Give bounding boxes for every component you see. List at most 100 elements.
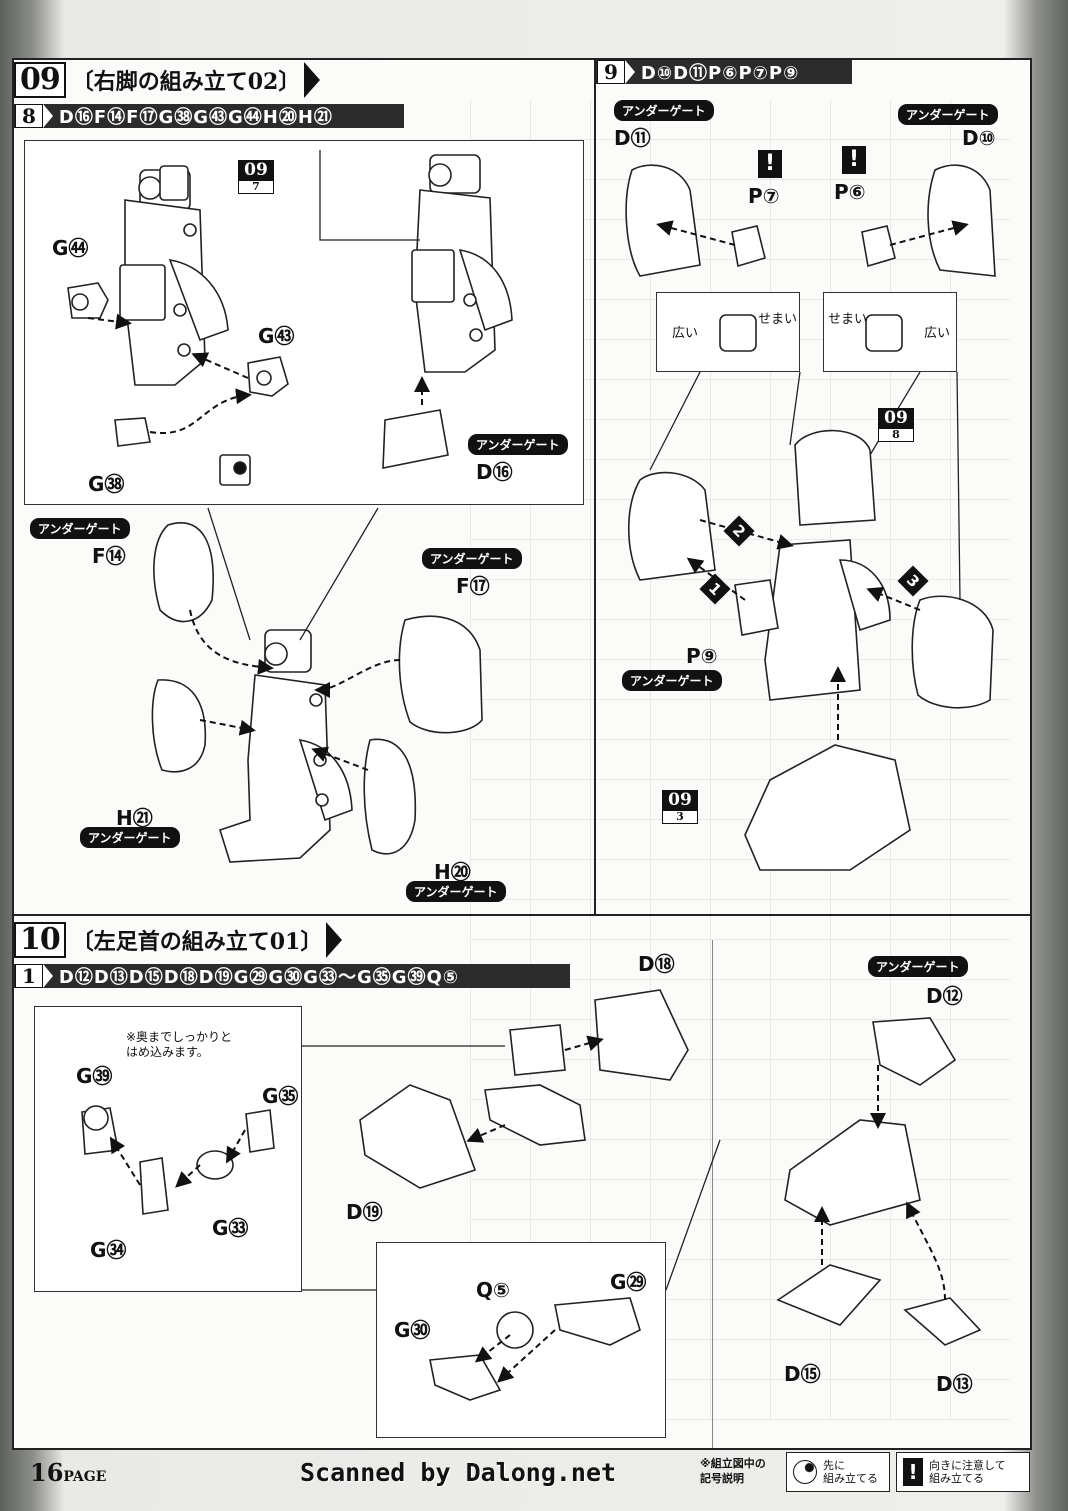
sub9-number: 9 <box>597 60 625 84</box>
callout-line-8-down <box>207 507 379 641</box>
part-d19-shape <box>359 1084 477 1189</box>
ref-09-3-top: 09 <box>662 790 698 810</box>
part-ankle-block <box>784 1119 921 1226</box>
part-h20-shape <box>363 738 417 855</box>
label-d12: D⑫ <box>926 984 963 1008</box>
part-d11-shape <box>625 164 701 277</box>
gate-label-d12: アンダーゲート <box>868 956 968 977</box>
step10-sub1-bar: 1 D⑫D⑬D⑮D⑱D⑲G㉙G㉚G㉝～G㉟G㊴Q⑤ <box>14 964 570 988</box>
arrow-g34 <box>109 1136 141 1186</box>
label-g30: G㉚ <box>394 1318 431 1342</box>
legend-first-text: 先に 組み立てる <box>823 1459 878 1485</box>
part-d16-shape <box>382 409 449 469</box>
leg-assembly-main <box>219 629 353 863</box>
label-g44: G㊹ <box>52 236 89 260</box>
legend-title: ※組立図中の 記号説明 <box>700 1457 766 1485</box>
orientation-part-right <box>865 314 903 352</box>
part-f17-shape <box>398 615 483 734</box>
arrow-g29 <box>497 1329 556 1383</box>
label-d13: D⑬ <box>936 1372 973 1396</box>
section-divider <box>12 914 1032 916</box>
arrow-2 <box>699 519 794 550</box>
part-ankle-joint <box>509 1024 566 1076</box>
label-d16: D⑯ <box>476 460 513 484</box>
legend-orient-text: 向きに注意して 組み立てる <box>929 1459 1006 1485</box>
ref-09-8-top: 09 <box>878 408 914 428</box>
part-g39-hole <box>83 1105 109 1131</box>
step10-title: 〔左足首の組み立て01〕 <box>71 929 323 955</box>
label-g34: G㉞ <box>90 1238 127 1262</box>
label-g35: G㉟ <box>262 1084 299 1108</box>
part-h21-shape <box>151 679 207 773</box>
part-q5-shape <box>496 1311 534 1349</box>
label-q5: Q⑤ <box>476 1278 510 1302</box>
arrow-g44 <box>87 313 132 330</box>
sub1-parts: D⑫D⑬D⑮D⑱D⑲G㉙G㉚G㉝～G㉟G㊴Q⑤ <box>58 967 460 988</box>
label-g43: G㊸ <box>258 324 295 348</box>
part-g34-shape <box>139 1157 169 1215</box>
legend-first-assembly: 先に 組み立てる <box>786 1452 890 1492</box>
step10-number: 10 <box>14 922 66 958</box>
step10-header: 10 〔左足首の組み立て01〕 <box>14 922 343 958</box>
callout-line-9-left <box>649 371 801 471</box>
part-g35-shape <box>245 1109 275 1153</box>
step09-header: 09 〔右脚の組み立て02〕 <box>14 62 321 98</box>
part-d15-shape <box>776 1264 882 1326</box>
step09-title: 〔右脚の組み立て02〕 <box>71 69 301 95</box>
leg-frame-right-illustration <box>411 154 513 373</box>
leg-frame-illustration <box>119 165 229 386</box>
arrow-f17 <box>314 659 401 698</box>
orientation-narrow-left: せまい <box>758 312 798 327</box>
ref-09-7-bottom: 7 <box>238 180 274 194</box>
ref-09-8: 09 8 <box>878 408 914 442</box>
gate-label-h21: アンダーゲート <box>80 827 180 848</box>
header-tail <box>326 922 343 958</box>
part-f14-shape <box>153 522 214 623</box>
part-g44-hole <box>71 293 89 311</box>
orientation-narrow-right: せまい <box>828 312 868 327</box>
arrow-d13 <box>906 1201 946 1301</box>
arrow-q5 <box>474 1334 511 1363</box>
step09-sub9-bar: 9 D⑩D⑪P⑥P⑦P⑨ <box>596 60 852 84</box>
orientation-wide-right: 広い <box>924 326 951 341</box>
label-d19: D⑲ <box>346 1200 383 1224</box>
column-divider <box>594 60 596 916</box>
label-d15: D⑮ <box>784 1362 821 1386</box>
orientation-wide-left: 広い <box>672 326 699 341</box>
ref-09-7: 09 7 <box>238 160 274 194</box>
arrow-ankle <box>564 1035 604 1051</box>
callout-line-8-left <box>319 150 420 241</box>
label-h20: H⑳ <box>434 860 471 884</box>
label-p7: P⑦ <box>748 184 780 208</box>
part-d12-shape <box>872 1017 957 1086</box>
label-d11: D⑪ <box>614 126 651 150</box>
legend-orientation: ! 向きに注意して 組み立てる <box>896 1452 1030 1492</box>
bar-arrow <box>624 60 635 84</box>
arrow-p6 <box>889 220 969 246</box>
label-g39: G㊴ <box>76 1064 113 1088</box>
orientation-part-left <box>719 314 757 352</box>
warn-icon-p6: ! <box>842 146 866 174</box>
gate-label-d10: アンダーゲート <box>898 104 998 125</box>
warn-icon-p7: ! <box>758 150 782 178</box>
arrow-d19 <box>466 1124 506 1143</box>
label-g38: G㊳ <box>88 472 125 496</box>
part-armor-right <box>911 595 994 709</box>
part-foot-base <box>744 744 911 871</box>
label-p9: P⑨ <box>686 644 718 668</box>
ref-09-3-bottom: 3 <box>662 810 698 824</box>
part-d13-shape <box>903 1297 982 1346</box>
page-number: 16PAGE <box>30 1458 106 1487</box>
part-g29-shape <box>554 1297 641 1346</box>
arrow-p7 <box>656 220 736 246</box>
warn-icon-legend: ! <box>903 1458 923 1486</box>
ref-09-8-bottom: 8 <box>878 428 914 442</box>
part-armor-left <box>628 471 716 581</box>
arrow-3 <box>866 587 921 611</box>
arrow-h21 <box>199 719 256 736</box>
label-g33: G㉝ <box>212 1216 249 1240</box>
page-number-value: 16 <box>30 1458 64 1487</box>
header-tail <box>304 62 321 98</box>
part-g43-hole <box>256 370 272 386</box>
gate-label-f14: アンダーゲート <box>30 518 130 539</box>
